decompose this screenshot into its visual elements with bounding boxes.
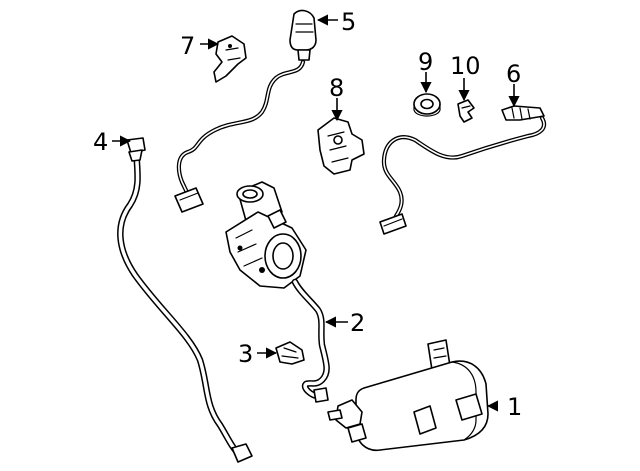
- part-8-mounting-bracket: [317, 117, 365, 175]
- callout-9: 9: [418, 48, 433, 76]
- purge-valve-assembly: [225, 181, 307, 289]
- callout-5: 5: [341, 8, 356, 36]
- callout-leaders: [112, 14, 520, 412]
- callout-1: 1: [507, 393, 522, 421]
- callout-10: 10: [450, 52, 481, 80]
- part-10-clip: [457, 99, 475, 123]
- callout-2: 2: [350, 309, 365, 337]
- callout-3: 3: [238, 340, 253, 368]
- callout-4: 4: [93, 128, 108, 156]
- part-3-clip: [275, 341, 305, 365]
- callout-labels: 1 2 3 4 5 6 7 8 9 10: [93, 8, 522, 421]
- callout-8: 8: [329, 74, 344, 102]
- part-2-valve-hose: [291, 278, 330, 403]
- part-6-sensor-wire: [379, 105, 547, 235]
- part-7-bracket: [213, 35, 247, 83]
- part-9-grommet: [413, 93, 441, 117]
- callout-7: 7: [180, 32, 195, 60]
- part-1-vapor-canister: [327, 339, 489, 452]
- part-5-sensor-harness: [174, 9, 317, 213]
- part-4-vapor-hose: [117, 137, 253, 463]
- callout-6: 6: [506, 60, 521, 88]
